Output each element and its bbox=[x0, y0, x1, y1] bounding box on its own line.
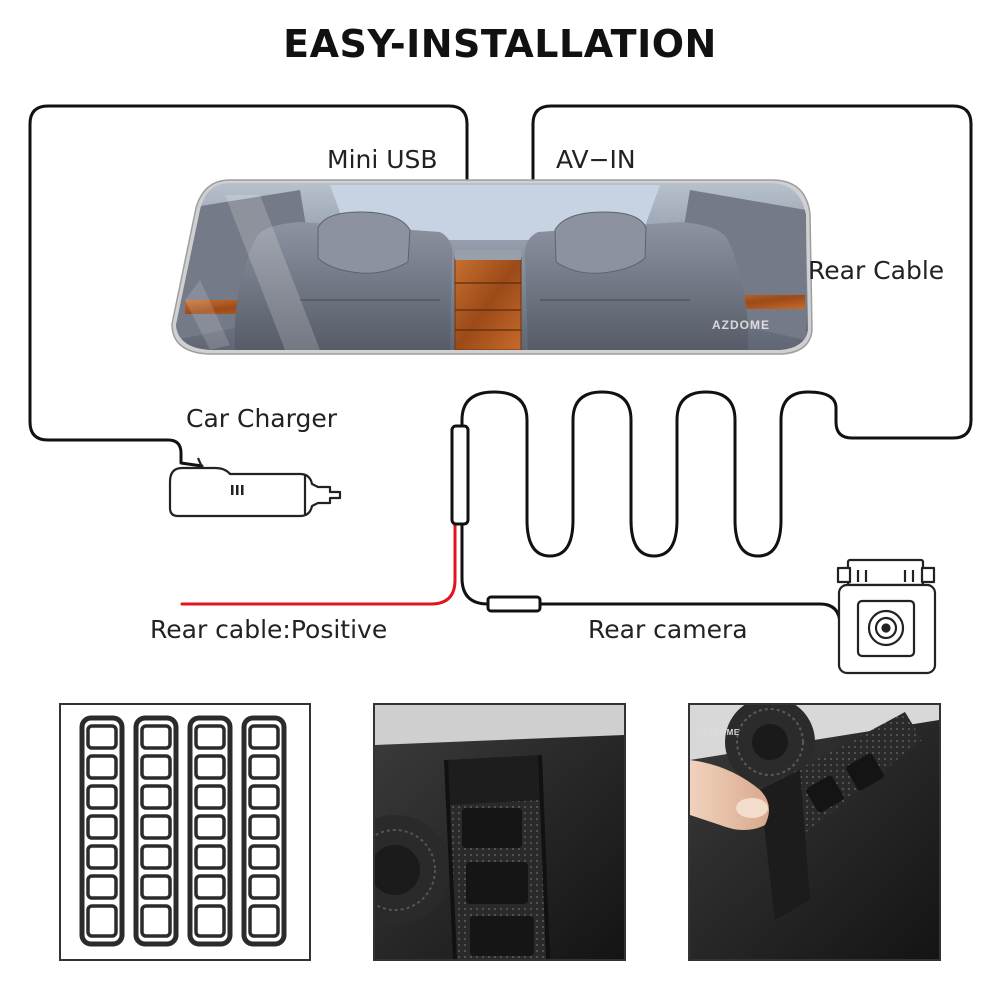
mounted-strap-panel bbox=[373, 703, 626, 961]
rear-camera-icon bbox=[836, 558, 937, 675]
rubber-straps-illustration bbox=[79, 715, 287, 947]
rear-cable-positive-label: Rear cable:Positive bbox=[150, 615, 388, 644]
mirror-dashcam bbox=[171, 179, 813, 355]
photo-brand-logo: AZDOME bbox=[702, 728, 740, 737]
av-in-wire bbox=[460, 104, 973, 558]
mirror-brand-logo: AZDOME bbox=[712, 318, 770, 332]
rubber-straps-panel bbox=[59, 703, 311, 961]
car-charger-label: Car Charger bbox=[186, 404, 337, 433]
page-title: EASY-INSTALLATION bbox=[283, 22, 717, 66]
car-charger-icon bbox=[168, 457, 342, 518]
mounted-strap-photo bbox=[375, 705, 624, 959]
hand-install-panel bbox=[688, 703, 941, 961]
av-in-label: AV−IN bbox=[556, 145, 636, 174]
hand-install-photo bbox=[690, 705, 939, 959]
cable-splitter-connector bbox=[450, 424, 470, 526]
mirror-screen bbox=[176, 183, 808, 350]
mini-usb-label: Mini USB bbox=[327, 145, 438, 174]
rear-cable-label: Rear Cable bbox=[808, 256, 945, 285]
positive-wire bbox=[180, 522, 457, 606]
mini-usb-wire bbox=[28, 104, 469, 468]
rear-camera-connector bbox=[486, 595, 542, 613]
rear-camera-label: Rear camera bbox=[588, 615, 748, 644]
